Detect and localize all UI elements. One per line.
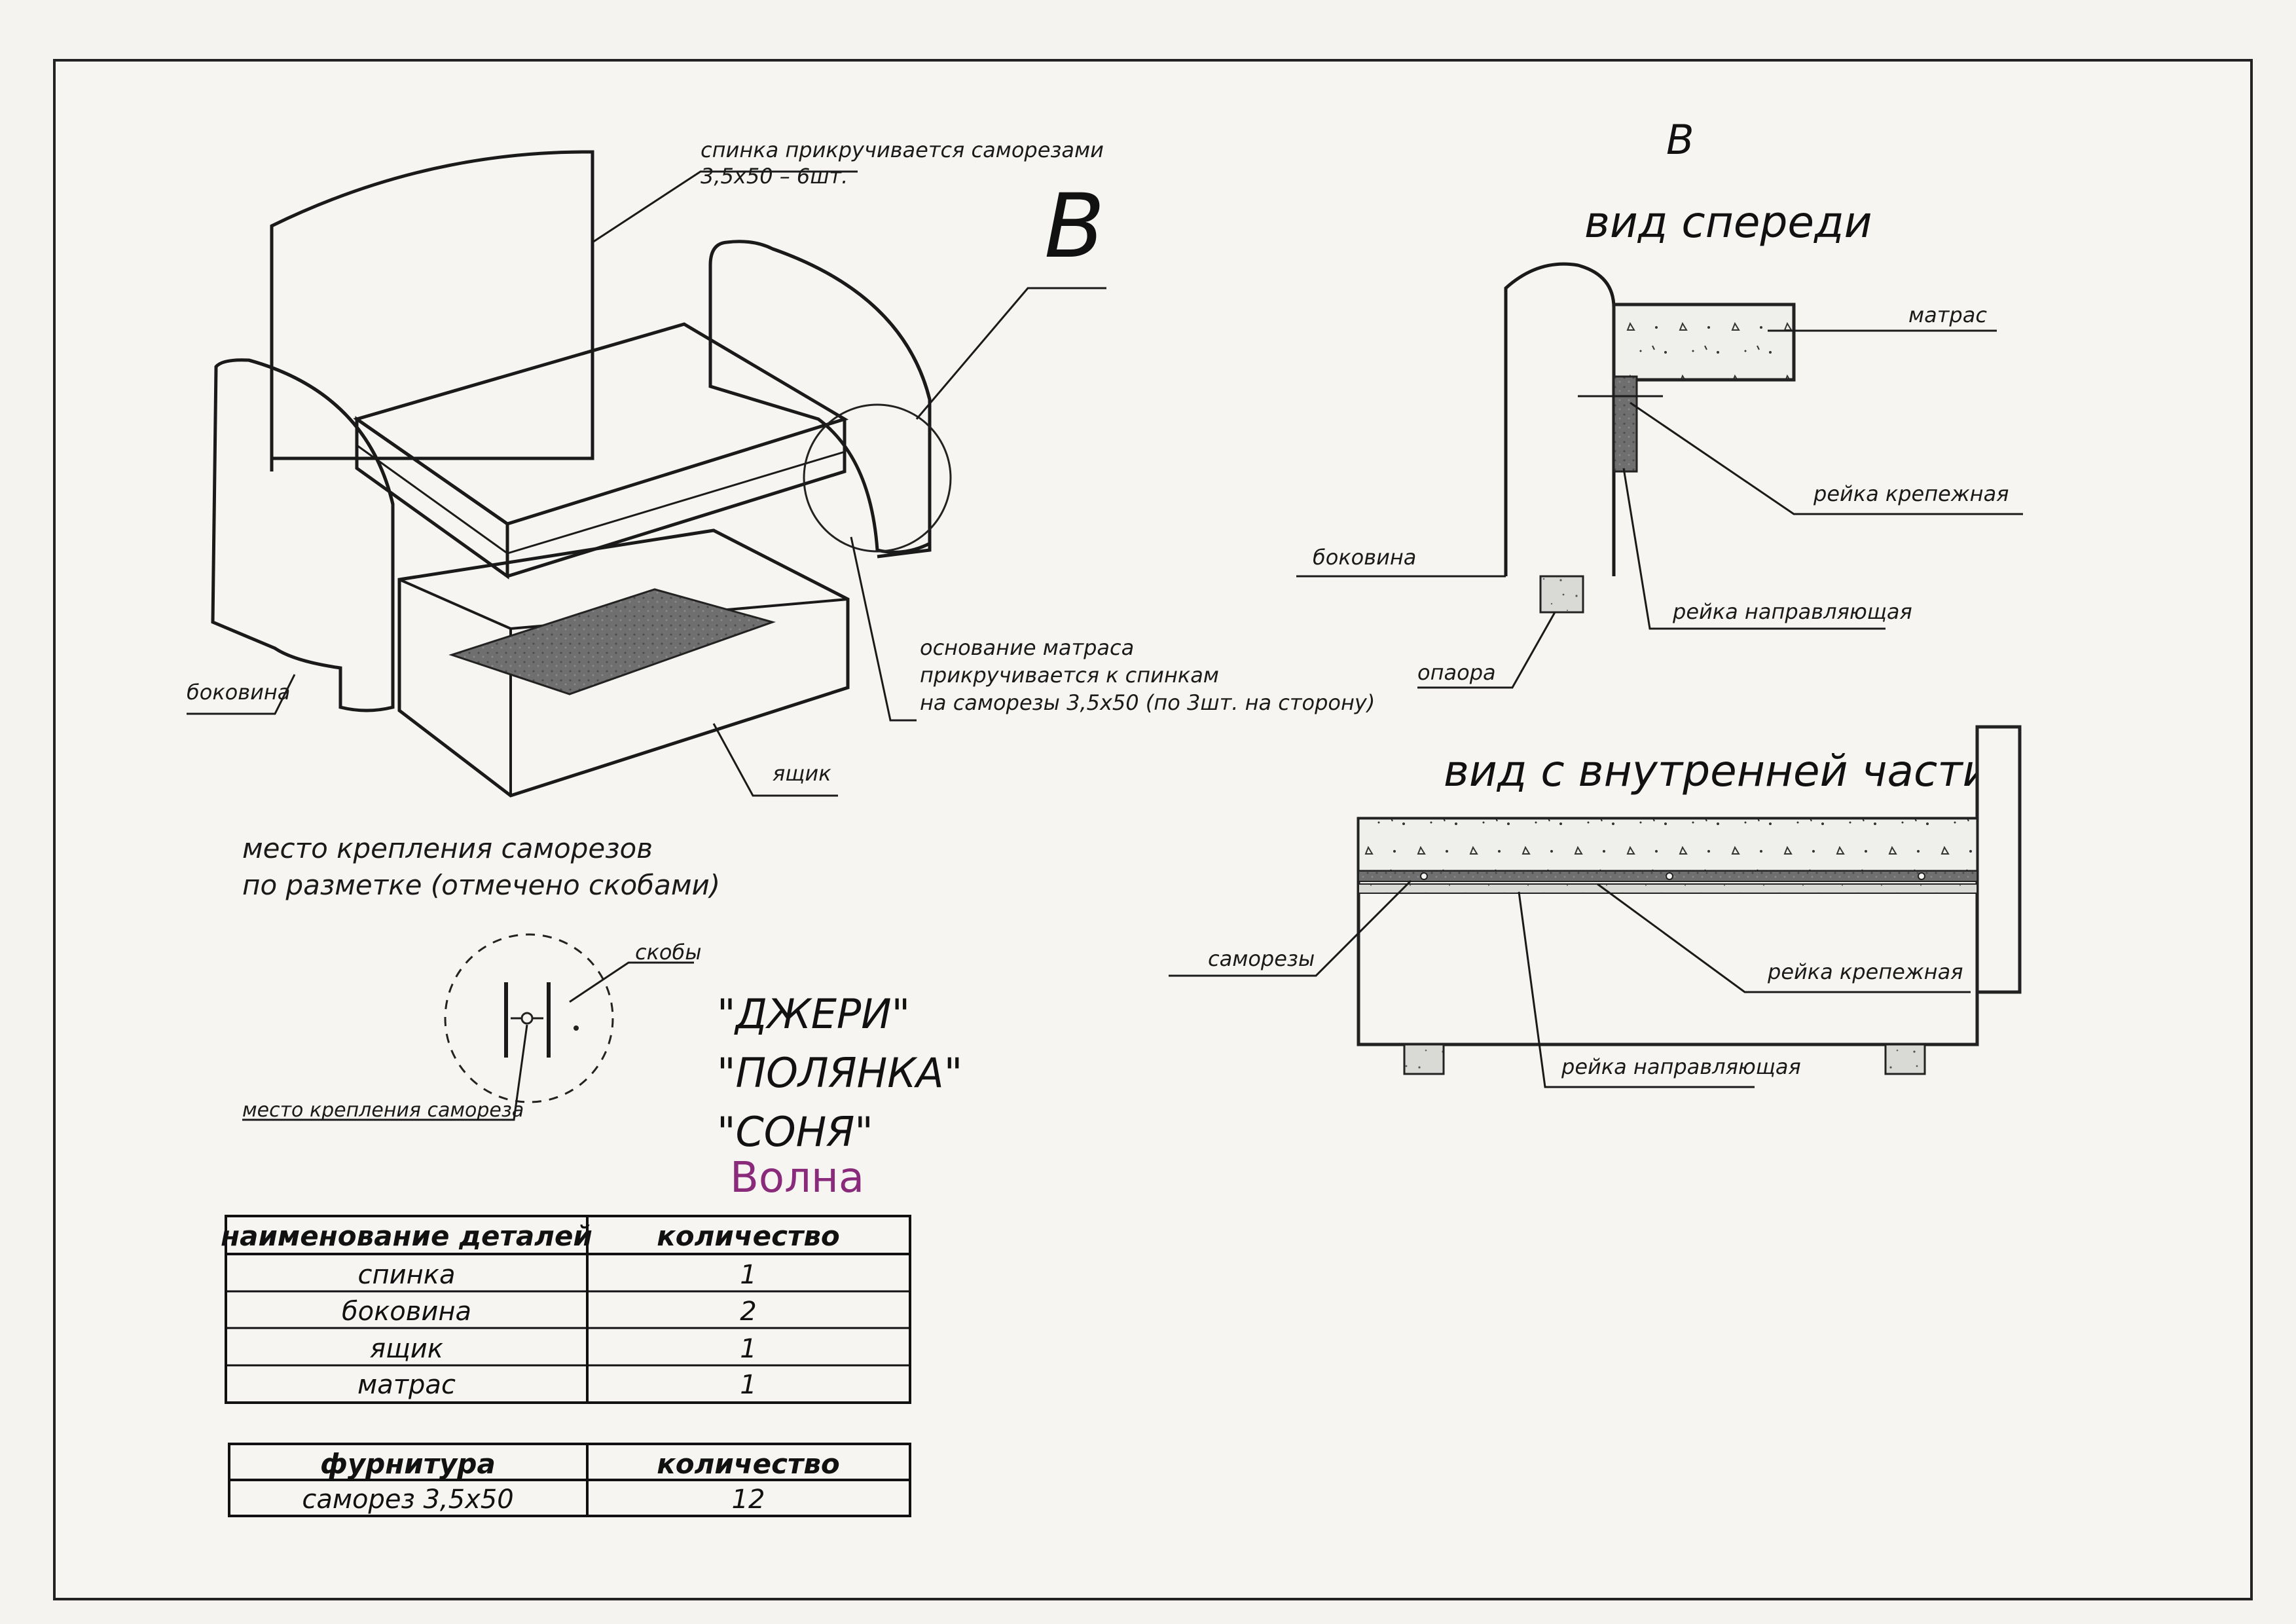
model-name-1: "ДЖЕРИ" (717, 990, 910, 1038)
front-view-drawing (1296, 262, 2023, 689)
screw-place-label: место крепления самореза (242, 1099, 524, 1122)
parts-row-4-name: матрас (357, 1370, 456, 1400)
callout-letter-b: B (1044, 175, 1105, 278)
guide-rail-label: рейка направляющая (1672, 599, 1912, 624)
side-label: боковина (187, 680, 290, 705)
inner-fastening-rail-label: рейка крепежная (1767, 959, 1963, 984)
inner-guide-rail-label: рейка направляющая (1561, 1054, 1801, 1079)
model-name-2: "ПОЛЯНКА" (717, 1049, 962, 1097)
model-name-3: "СОНЯ" (717, 1108, 873, 1156)
inner-mattress (1357, 817, 1978, 872)
chair-isometric-view (187, 150, 1106, 798)
hardware-row-1-qty: 12 (732, 1485, 765, 1515)
inner-foot-left (1403, 1043, 1445, 1075)
box-label: ящик (773, 761, 831, 786)
mattress-section (1612, 303, 1796, 382)
parts-header-name: наименование деталей (221, 1220, 592, 1252)
inner-view-drawing (1169, 725, 2022, 1088)
parts-row-1-qty: 1 (740, 1260, 756, 1290)
hardware-header-name: фурнитура (320, 1448, 496, 1480)
drawer-inner-bottom (448, 588, 776, 695)
side-board-section (1504, 262, 1616, 576)
backrest-panel (270, 150, 594, 460)
parts-row-3-name: ящик (370, 1334, 443, 1364)
inner-screws-label: саморезы (1208, 946, 1315, 971)
base-note-line2: прикручивается к спинкам (920, 663, 1219, 688)
side-board-label: боковина (1313, 545, 1416, 570)
drawer-box (397, 528, 850, 798)
view-b-letter: B (1666, 116, 1694, 164)
fastening-rail-section (1613, 375, 1638, 473)
support-foot-section (1539, 575, 1584, 614)
backrest-note-line1: спинка прикручивается саморезами (701, 138, 1104, 162)
staples-label: скобы (635, 940, 702, 965)
support-label: опаора (1417, 660, 1496, 685)
fix-place-line1: место крепления саморезов (242, 832, 653, 864)
staples-detail (242, 933, 694, 1121)
backrest-note-line2: 3,5х50 – 6шт. (701, 164, 848, 189)
parts-row-4-qty: 1 (740, 1370, 756, 1400)
detail-circle-b (803, 403, 952, 553)
view-inner-title: вид с внутренней части (1444, 746, 1991, 796)
fix-place-line2: по разметке (отмечено скобами) (242, 869, 720, 901)
base-note-line3: на саморезы 3,5х50 (по 3шт. на сторону) (920, 690, 1375, 715)
hardware-table: фурнитура количество саморез 3,5х50 12 (228, 1443, 911, 1517)
parts-row-2-name: боковина (342, 1297, 471, 1327)
hardware-row-1-name: саморез 3,5х50 (302, 1485, 513, 1515)
base-note-line1: основание матраса (920, 635, 1134, 660)
parts-table: наименование деталей количество спинка 1… (221, 1215, 911, 1404)
mattress-label: матрас (1908, 303, 1987, 327)
parts-row-1-name: спинка (358, 1260, 456, 1290)
parts-header-qty: количество (657, 1220, 840, 1252)
inner-foot-right (1884, 1043, 1926, 1075)
inner-guide-rail (1358, 883, 1978, 894)
fastening-rail-label: рейка крепежная (1813, 481, 2009, 506)
handwritten-note: Волна (730, 1154, 864, 1202)
parts-row-2-qty: 2 (740, 1297, 756, 1327)
parts-row-3-qty: 1 (740, 1334, 756, 1364)
inner-backrest-edge (1975, 725, 2022, 994)
hardware-header-qty: количество (657, 1448, 840, 1480)
view-b-title: вид спереди (1584, 197, 1872, 248)
